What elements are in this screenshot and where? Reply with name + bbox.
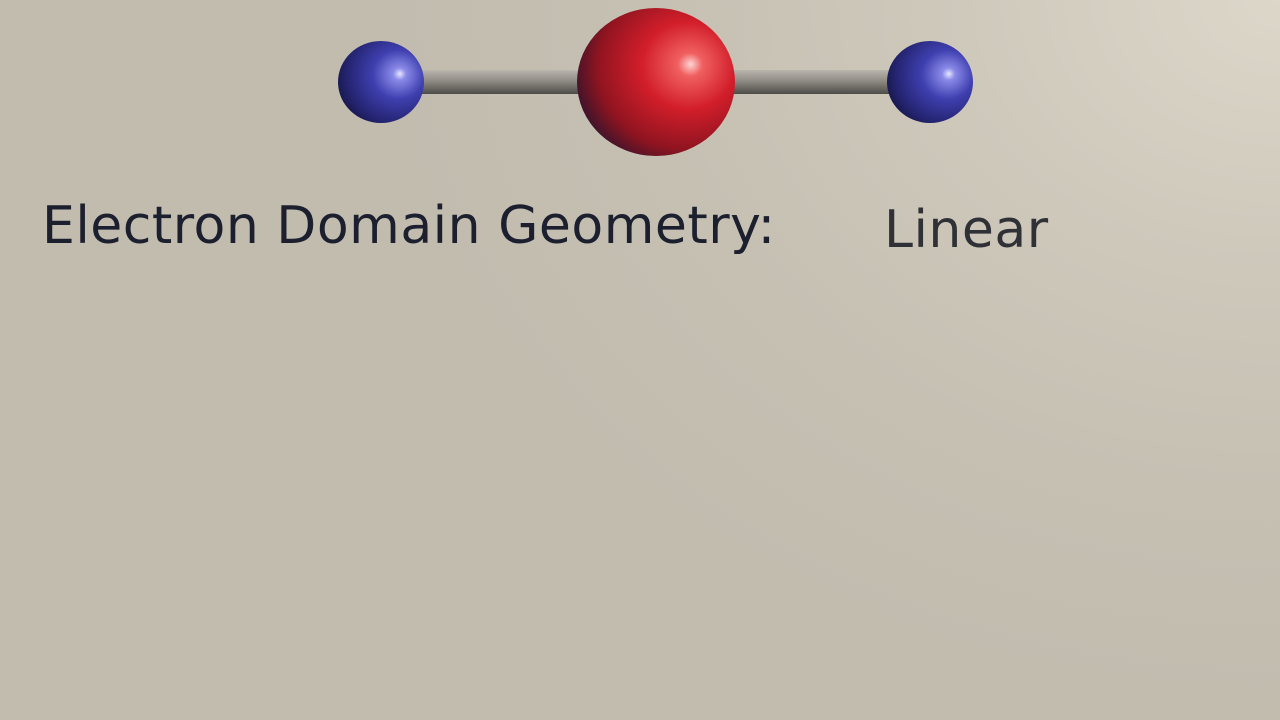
geometry-label-line: Electron Domain Geometry: Linear: [42, 196, 1142, 276]
terminal-atom-left: [338, 41, 424, 123]
geometry-heading: Electron Domain Geometry:: [42, 196, 776, 256]
bond-right: [710, 70, 910, 94]
geometry-value: Linear: [884, 200, 1049, 260]
molecule-model: [338, 8, 973, 156]
central-atom: [577, 8, 735, 156]
bond-left: [400, 70, 600, 94]
terminal-atom-right: [887, 41, 973, 123]
